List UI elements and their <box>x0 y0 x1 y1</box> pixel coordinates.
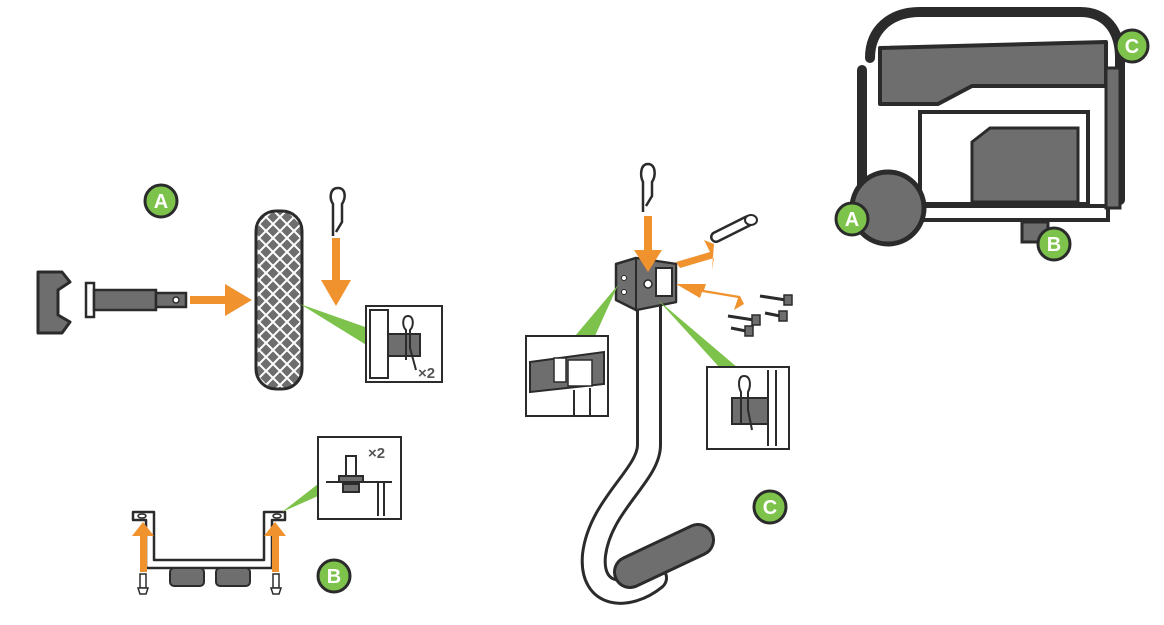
label-b-overview: B <box>1036 226 1072 262</box>
callout-wedge-c-right <box>658 300 738 368</box>
arrow-clip-into-mount <box>634 216 662 272</box>
callout-wedge-a <box>300 304 368 346</box>
foot-bracket <box>131 510 287 570</box>
inset-handle-bolts <box>525 335 609 417</box>
label-b-foot: B <box>316 558 352 594</box>
arrow-bolt-left-up <box>132 522 154 572</box>
wheel-pin-quantity: ×2 <box>418 365 435 382</box>
arrow-axle-to-wheel <box>190 284 252 316</box>
axle <box>84 281 188 319</box>
label-c-handle: C <box>752 489 788 525</box>
inset-wheel-pin: ×2 <box>365 305 443 383</box>
arrow-bolts-into-mount <box>676 284 744 310</box>
arrow-bolt-right-up <box>264 522 286 572</box>
rubber-foot-left <box>169 567 205 587</box>
generator-overview: A B C <box>834 7 1150 262</box>
arrow-clip-down <box>321 238 351 306</box>
foot-assembly: ×2 B <box>131 436 402 595</box>
inset-foot-bolt: ×2 <box>317 436 402 520</box>
foot-bolt-quantity: ×2 <box>368 445 385 462</box>
hubcap <box>36 270 72 335</box>
wheel <box>254 209 304 391</box>
handle-mount-bracket <box>614 256 678 312</box>
callout-wedge-b <box>282 484 318 512</box>
arrow-pin-into-mount <box>676 240 714 270</box>
bolt-left <box>136 573 150 595</box>
hairpin-clip <box>329 186 346 236</box>
svg-text:A: A <box>845 209 859 231</box>
svg-text:C: C <box>763 497 777 519</box>
svg-text:A: A <box>154 191 168 213</box>
label-a-wheel: A <box>143 183 179 219</box>
label-c-overview: C <box>1114 28 1150 64</box>
callout-wedge-c-left <box>575 285 618 336</box>
handle-bolts <box>727 294 793 337</box>
bolt-right <box>269 573 283 595</box>
handle-assembly: C <box>525 162 793 605</box>
wheel-assembly: ×2 A <box>36 183 443 391</box>
label-a-overview: A <box>834 201 870 237</box>
handle-hairpin-clip <box>639 162 656 212</box>
handle-pin <box>710 214 758 243</box>
svg-text:C: C <box>1125 36 1139 58</box>
inset-handle-clip <box>706 366 790 450</box>
svg-text:B: B <box>1047 234 1061 256</box>
rubber-foot-right <box>215 567 251 587</box>
svg-text:B: B <box>327 566 341 588</box>
